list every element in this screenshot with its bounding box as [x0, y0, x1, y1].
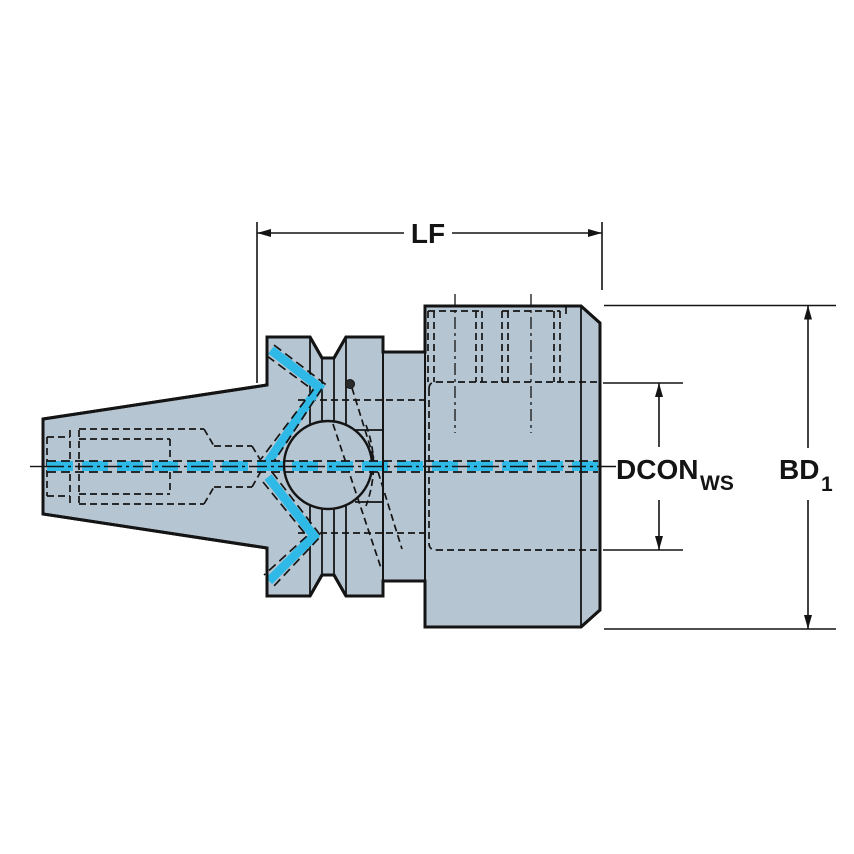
dcon-arrow-down	[655, 536, 663, 550]
dcon-subscript: WS	[700, 472, 734, 495]
body-edges	[355, 306, 582, 627]
bd1-arrow-up	[804, 305, 812, 320]
set-screw-holes	[427, 294, 567, 433]
dimension-dcon: DCON WS	[603, 382, 734, 551]
bd1-label: BD	[779, 454, 819, 485]
lf-arrow-left	[257, 229, 271, 237]
holder-outline	[41, 304, 602, 629]
lf-label: LF	[411, 218, 445, 249]
neck-bore-hidden-lines	[298, 387, 428, 569]
ball-detail-dot	[345, 379, 355, 389]
dimension-bd1: BD 1	[604, 304, 836, 630]
dcon-label: DCON	[616, 454, 698, 485]
contact-highlight-lower	[264, 474, 320, 585]
bd1-subscript: 1	[821, 473, 833, 496]
contact-highlight-upper	[262, 346, 326, 468]
body-cavity-hidden-lines	[428, 381, 597, 551]
contact-face-highlights	[262, 346, 326, 585]
contact-highlight-dashed-edges	[260, 344, 327, 588]
bd1-arrow-down	[804, 615, 812, 629]
dcon-arrow-up	[655, 383, 663, 397]
lf-arrow-right	[588, 229, 602, 237]
dimension-lf: LF	[256, 218, 603, 383]
